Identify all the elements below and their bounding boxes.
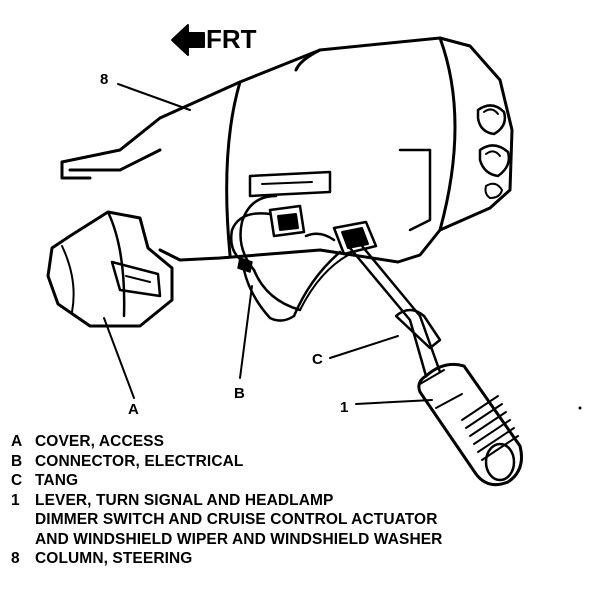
callout-1: 1 [340,399,348,416]
legend-item: A COVER, ACCESS [8,432,604,452]
legend-item: 8 COLUMN, STEERING [8,549,604,569]
parts-legend: A COVER, ACCESS B CONNECTOR, ELECTRICAL … [8,432,604,569]
callout-leaders [103,83,433,405]
turn-signal-lever-part [348,244,523,487]
legend-item: C TANG [8,471,604,491]
legend-key: C [11,472,23,489]
legend-text: TANG [35,472,79,489]
lever-connector-part [292,220,378,318]
legend-text: CONNECTOR, ELECTRICAL [35,452,244,470]
callout-b: B [234,385,245,402]
legend-item: B CONNECTOR, ELECTRICAL [8,452,604,472]
legend-item: 1 LEVER, TURN SIGNAL AND HEADLAMP DIMMER… [8,491,604,550]
legend-text: COVER, ACCESS [35,433,165,450]
electrical-connector-part [230,194,306,322]
legend-key: 1 [11,491,20,509]
steering-column-body [60,36,514,264]
legend-text: DIMMER SWITCH AND CRUISE CONTROL ACTUATO… [35,511,438,528]
legend-text: LEVER, TURN SIGNAL AND HEADLAMP [35,491,334,509]
legend-key: A [11,433,23,450]
legend-key: 8 [11,550,20,567]
callout-c: C [312,351,323,368]
front-direction-arrow-icon [171,24,205,56]
column-end-knobs [476,104,511,199]
legend-key: B [11,452,23,470]
callout-8: 8 [100,71,108,88]
front-direction-label: FRT [206,24,257,54]
access-cover-part [46,210,174,328]
dot-mark [578,406,582,410]
callout-a: A [128,401,139,418]
legend-text: AND WINDSHIELD WIPER AND WINDSHIELD WASH… [35,530,443,548]
legend-text: COLUMN, STEERING [35,550,193,567]
